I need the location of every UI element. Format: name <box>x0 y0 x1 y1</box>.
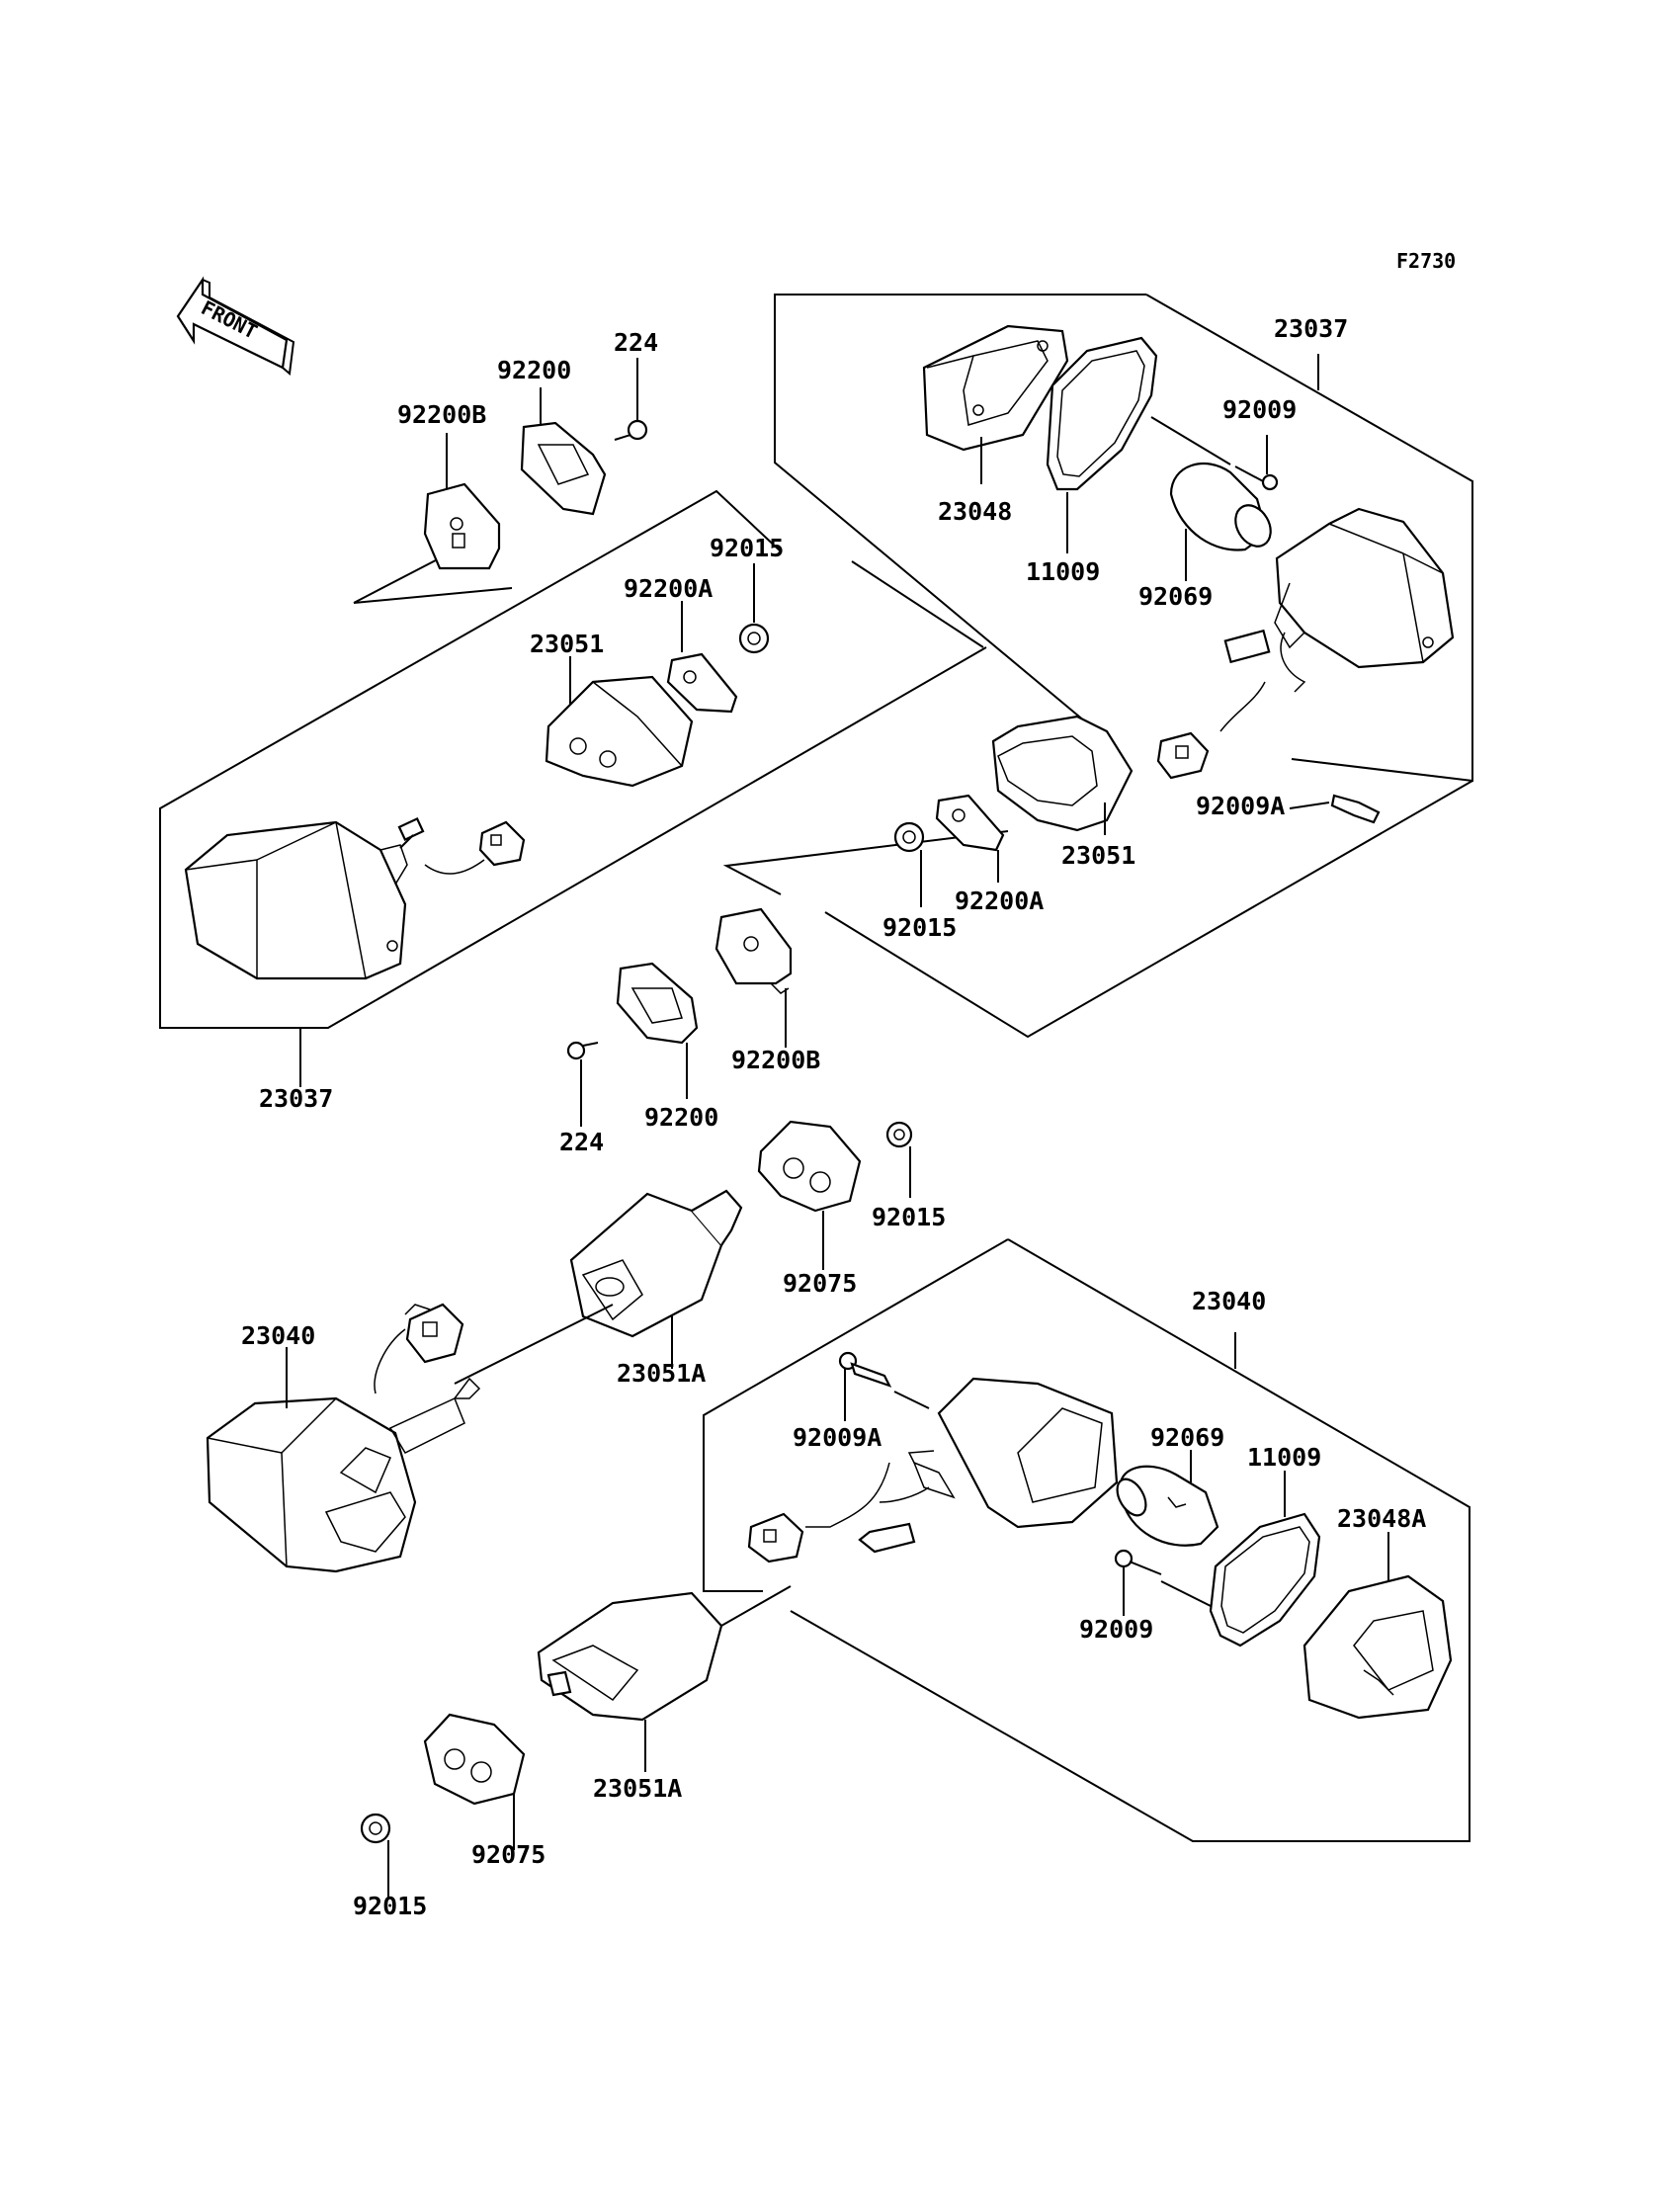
front-arrow-icon: FRONT <box>176 276 295 376</box>
screw-92009A-right-part <box>1330 794 1381 824</box>
right-turn-signal-assembly-box <box>722 294 1473 1039</box>
gasket-11009-part <box>1046 336 1158 491</box>
label-92075-mid: 92075 <box>783 1269 857 1298</box>
gasket-11009-bottom-part <box>1209 1512 1321 1648</box>
right-lower-assembly-box <box>703 1238 1470 1842</box>
screw-92009-part <box>1234 465 1279 491</box>
label-92069-top: 92069 <box>1138 582 1213 611</box>
figure-code: F2730 <box>1396 249 1456 273</box>
label-23048: 23048 <box>938 497 1012 526</box>
nut-92015-right-part <box>893 821 925 853</box>
grommet-92075-bottom-part <box>423 1713 526 1806</box>
label-92200A-right: 92200A <box>955 887 1044 915</box>
turn-signal-housing-lower-left-part <box>206 1303 481 1573</box>
label-92200-left: 92200 <box>497 356 571 384</box>
left-turn-signal-assembly-box <box>159 489 987 1087</box>
bulb-92069-bottom-part <box>1116 1465 1219 1547</box>
label-92015-left: 92015 <box>710 534 784 562</box>
grommet-23051-right-part <box>991 715 1134 832</box>
label-92200B-right: 92200B <box>731 1046 820 1074</box>
label-92009A-top: 92009A <box>1196 792 1285 820</box>
bulb-92069-part <box>1169 463 1272 551</box>
turn-signal-housing-left-part <box>184 816 526 980</box>
label-92015-bottom: 92015 <box>353 1892 427 1920</box>
label-92200A-left: 92200A <box>624 574 713 603</box>
nut-92015-bottom-part <box>360 1813 391 1844</box>
grommet-23051A-bottom-part <box>537 1591 723 1722</box>
label-92075-bottom: 92075 <box>471 1840 546 1869</box>
label-23051A-bottom: 23051A <box>593 1774 682 1803</box>
label-23051A-mid: 23051A <box>617 1359 706 1388</box>
bracket-92200-left-part <box>520 421 607 516</box>
label-92015-mid: 92015 <box>872 1203 946 1231</box>
label-23037-bottom: 23037 <box>259 1084 333 1113</box>
label-23040-left: 23040 <box>241 1321 315 1350</box>
plate-92200B-left-part <box>423 482 501 570</box>
label-92009A-bottom: 92009A <box>793 1423 882 1452</box>
screw-92009A-bottom-part <box>838 1351 892 1388</box>
plate-92200B-right-part <box>714 907 793 994</box>
label-23051-right: 23051 <box>1061 841 1135 870</box>
grommet-23051-left-part <box>545 675 694 788</box>
label-11009-bottom: 11009 <box>1247 1443 1321 1472</box>
nut-92015-mid-part <box>885 1121 913 1148</box>
bracket-92200-right-part <box>616 962 699 1045</box>
label-92200B-left: 92200B <box>397 400 486 429</box>
label-92069-bottom: 92069 <box>1150 1423 1224 1452</box>
label-92009-bottom: 92009 <box>1079 1615 1153 1644</box>
turn-signal-housing-right-part <box>1219 507 1455 732</box>
bracket-92200A-right-part <box>935 794 1005 852</box>
screw-224-right-part <box>566 1041 599 1060</box>
label-23040-right: 23040 <box>1192 1287 1266 1315</box>
label-224-left: 224 <box>614 328 658 357</box>
lens-23048-part <box>922 324 1069 452</box>
turn-signal-housing-lower-right-part <box>747 1377 1119 1563</box>
label-23051-left: 23051 <box>530 630 604 658</box>
label-11009-top: 11009 <box>1026 557 1100 586</box>
label-23037-top: 23037 <box>1274 314 1348 343</box>
label-23048A: 23048A <box>1337 1504 1426 1533</box>
nut-92015-left-part <box>738 623 770 654</box>
label-92009-top: 92009 <box>1222 395 1297 424</box>
label-224-right: 224 <box>559 1128 604 1156</box>
screw-224-left-part <box>614 419 648 441</box>
label-92200-right: 92200 <box>644 1103 718 1132</box>
lens-23048A-part <box>1302 1574 1453 1720</box>
screw-92009-bottom-part <box>1114 1549 1162 1575</box>
bracket-92200A-left-part <box>666 652 738 714</box>
connector-right-part <box>1156 731 1210 780</box>
grommet-92075-mid-part <box>757 1120 862 1213</box>
label-92015-right: 92015 <box>882 913 957 942</box>
grommet-23051A-mid-part <box>569 1189 743 1338</box>
